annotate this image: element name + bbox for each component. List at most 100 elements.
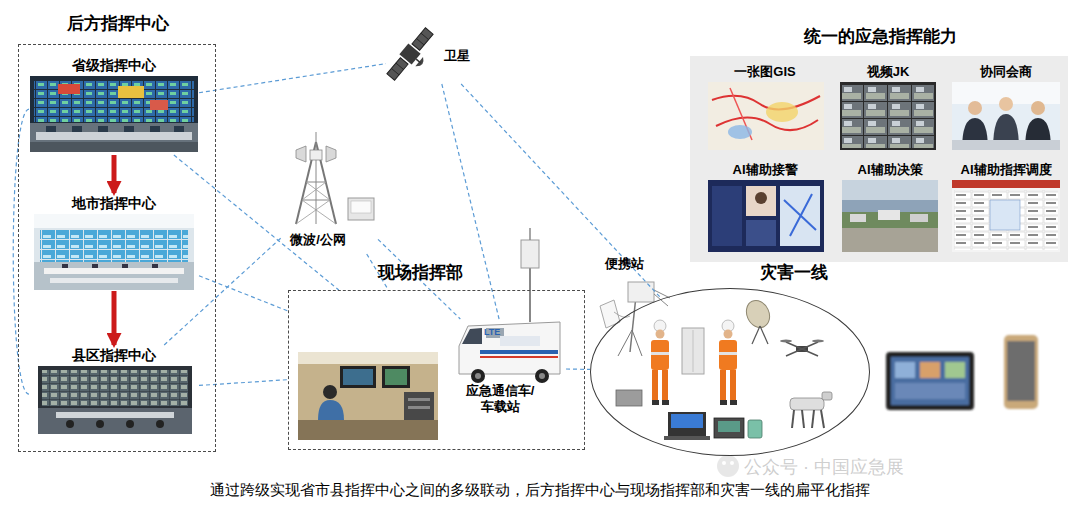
- gis-map-thumbnail: [708, 82, 824, 150]
- microwave-tower-icon: [351, 201, 371, 213]
- satellite-icon: [387, 58, 408, 81]
- video-conference-thumbnail: [1031, 101, 1045, 115]
- disaster-site-equipment: [671, 414, 703, 428]
- emergency-vehicle: [459, 228, 560, 383]
- provincial-center-photo: [58, 84, 80, 94]
- county-center-photo: [38, 366, 192, 434]
- capability-panel: [690, 56, 1068, 262]
- ai-call-thumbnail: [708, 180, 824, 252]
- node-label: AI辅助接警: [706, 162, 824, 178]
- group-box: 后方指挥中心省级指挥中心地市指挥中心县区指挥中心: [18, 44, 216, 452]
- disaster-site-equipment: [792, 410, 794, 428]
- ai-decision-thumbnail: [850, 214, 866, 222]
- provincial-center-photo: [150, 100, 168, 110]
- portable-station: [614, 312, 630, 317]
- portable-station: [654, 290, 670, 298]
- node-label: 卫星: [444, 48, 484, 64]
- disaster-site-equipment: [730, 370, 736, 400]
- mobile-terminals: [945, 362, 965, 378]
- video-monitor-thumbnail: [840, 82, 936, 150]
- disaster-site-equipment: [748, 420, 762, 438]
- disaster-site-equipment: [730, 400, 737, 405]
- gis-map-thumbnail: [766, 102, 798, 122]
- command-center: 县区指挥中心: [29, 345, 199, 437]
- county-center-photo: [42, 370, 188, 406]
- satellite-icon: [416, 59, 421, 63]
- mobile-terminals: [891, 357, 969, 405]
- node-label: AI辅助指挥调度: [950, 162, 1062, 178]
- disaster-site-equipment: [664, 436, 710, 440]
- disaster-site-equipment: [652, 400, 659, 405]
- node-label: 现场指挥部: [355, 262, 485, 283]
- mobile-terminals: [886, 335, 1038, 410]
- capability-panel: 统一的应急指挥能力一张图GIS视频JK协同会商AI辅助接警AI辅助决策AI辅助指…: [690, 56, 1068, 262]
- emergency-vehicle: [462, 328, 482, 344]
- ai-call-thumbnail: [780, 186, 820, 246]
- provincial-center-photo: [30, 76, 198, 152]
- provincial-center-photo: [30, 142, 198, 152]
- ai-decision-thumbnail: [842, 228, 938, 252]
- provincial-center-photo: [30, 76, 198, 152]
- link-line: [13, 109, 29, 394]
- command-vehicle-interior-photo: [385, 369, 407, 385]
- ai-call-thumbnail: [712, 186, 742, 246]
- satellite-icon: [415, 57, 426, 69]
- satellite-icon: [421, 33, 429, 39]
- capability-tile: AI辅助决策: [840, 162, 940, 252]
- county-center-photo: [66, 420, 74, 428]
- disaster-site-equipment: [719, 352, 737, 355]
- ai-decision-thumbnail: [842, 180, 938, 200]
- link-line: [174, 155, 339, 290]
- gis-map-thumbnail: [728, 125, 752, 139]
- county-center-photo: [96, 420, 104, 428]
- provincial-center-photo: [30, 123, 198, 152]
- disaster-site-equipment: [812, 340, 824, 343]
- command-vehicle-interior-photo: [408, 406, 430, 409]
- capability-panel: [690, 56, 1068, 262]
- city-center-photo: [44, 268, 184, 274]
- microwave-tower-icon: [296, 146, 306, 162]
- mobile-terminals: [895, 383, 965, 399]
- ai-call-thumbnail: [746, 220, 776, 246]
- command-vehicle-interior-photo: [298, 352, 438, 440]
- ai-decision-thumbnail: [842, 180, 938, 252]
- emergency-vehicle: [480, 350, 558, 354]
- emergency-vehicle: [471, 369, 485, 383]
- microwave-tower-icon: [302, 182, 326, 200]
- disaster-site-equipment: [616, 390, 642, 406]
- node-label: 地市指挥中心: [29, 195, 199, 213]
- command-vehicle-interior-photo: [340, 366, 376, 388]
- disaster-site-equipment: [822, 392, 832, 400]
- command-vehicle-interior-photo: [298, 420, 438, 440]
- disaster-site-equipment: [760, 326, 768, 344]
- county-center-photo: [56, 412, 174, 418]
- microwave-tower-icon: [310, 150, 322, 160]
- emergency-vehicle: [529, 228, 531, 240]
- portable-station: [654, 294, 668, 306]
- provincial-center-photo: [34, 80, 194, 122]
- county-center-photo: [38, 408, 192, 434]
- county-center-photo: [38, 366, 192, 434]
- ai-call-thumbnail: [708, 180, 824, 252]
- provincial-center-photo: [124, 126, 134, 132]
- node-label: 微波/公网: [282, 232, 354, 248]
- gis-map-thumbnail: [708, 82, 824, 150]
- gis-map-thumbnail: [712, 96, 820, 110]
- city-center-photo: [34, 214, 194, 290]
- disaster-area: 灾害一线: [590, 288, 870, 456]
- microwave-tower-icon: [306, 182, 326, 183]
- mobile-terminals: [886, 352, 974, 410]
- disaster-site-equipment: [790, 398, 824, 410]
- node-label: 便携站: [596, 256, 652, 272]
- capability-tile: AI辅助接警: [706, 162, 824, 252]
- satellite-icon: [412, 28, 433, 51]
- emergency-vehicle: [459, 322, 560, 374]
- provincial-center-photo: [118, 86, 144, 98]
- emergency-vehicle: [475, 373, 481, 379]
- ai-dispatch-thumbnail: [952, 180, 1060, 188]
- disaster-site-equipment: [802, 410, 804, 428]
- command-vehicle-interior-photo: [343, 369, 373, 385]
- watermark-icon: [717, 455, 739, 477]
- video-monitor-thumbnail: [840, 82, 936, 150]
